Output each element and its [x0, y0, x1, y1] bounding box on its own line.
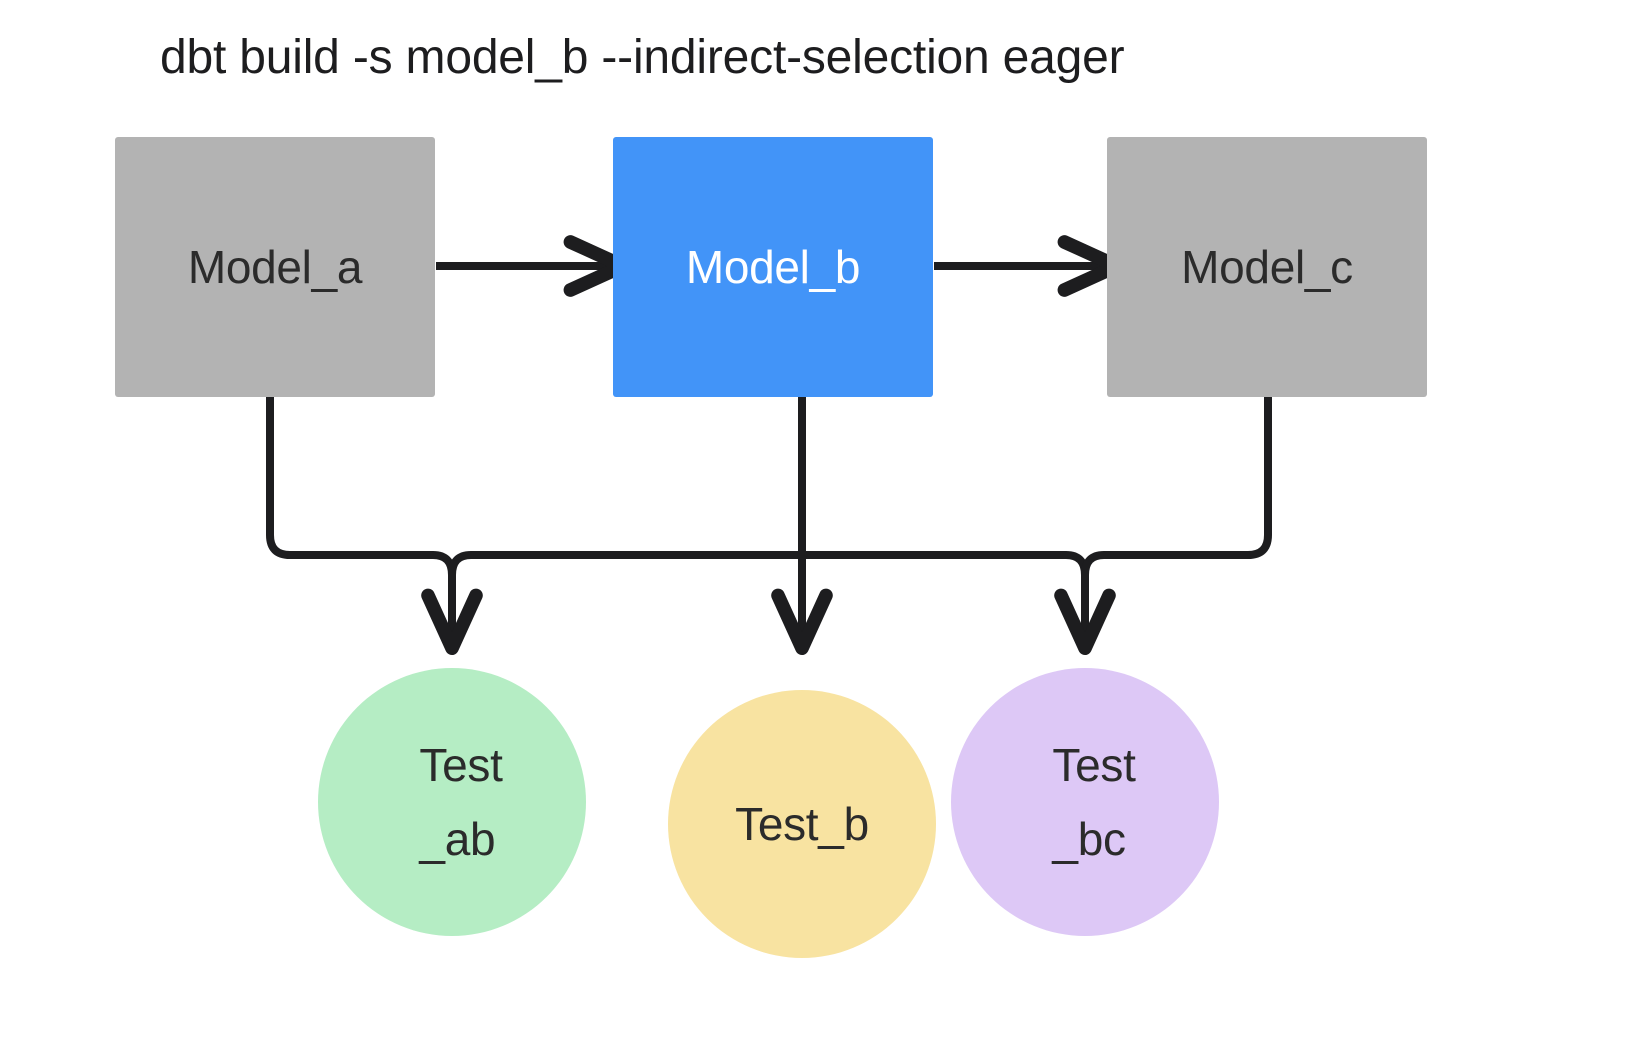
node-test-b-label: Test_b — [735, 798, 869, 850]
node-model-c[interactable]: Model_c — [1107, 137, 1427, 397]
node-test-b[interactable]: Test_b — [668, 690, 936, 958]
page-title: dbt build -s model_b --indirect-selectio… — [160, 31, 1125, 84]
edge-model-b-to-test-bc — [802, 551, 1116, 656]
node-test-ab[interactable]: Test _ab — [318, 668, 586, 936]
node-model-b-label: Model_b — [685, 241, 861, 293]
edge-model-b-to-test-ab — [448, 551, 802, 576]
node-model-c-label: Model_c — [1181, 241, 1353, 293]
node-test-ab-label: Test _ab — [419, 739, 503, 865]
node-test-bc[interactable]: Test _bc — [951, 668, 1219, 936]
node-model-a-label: Model_a — [187, 241, 363, 293]
node-model-a[interactable]: Model_a — [115, 137, 435, 397]
edge-model-a-to-test-ab — [266, 397, 483, 656]
node-test-bc-label: Test _bc — [1052, 739, 1136, 865]
edge-model-c-to-test-bc — [1081, 397, 1272, 576]
node-model-b[interactable]: Model_b — [613, 137, 933, 397]
